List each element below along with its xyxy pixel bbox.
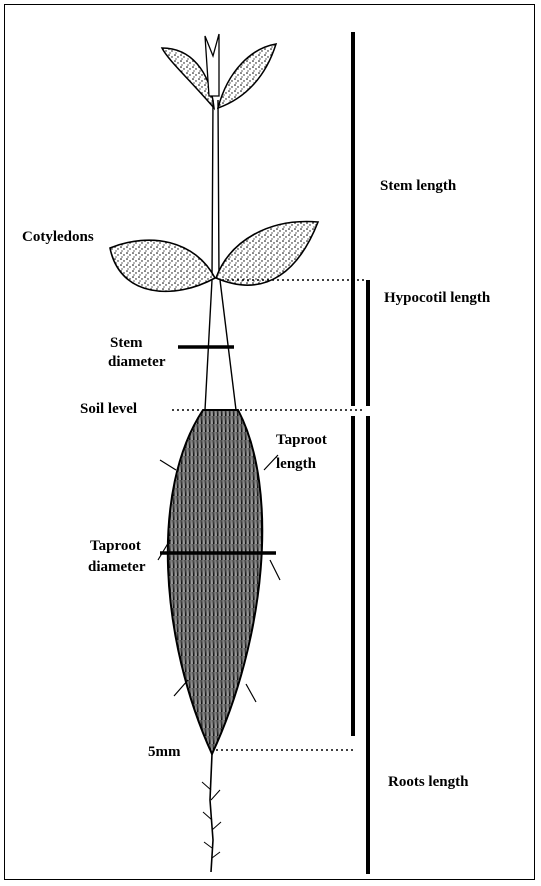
left-cotyledon [110,240,215,291]
taproot-diameter-label-line1: Taproot [90,538,141,554]
upper-stem [212,100,219,278]
taproot-diameter-label-line2: diameter [88,559,146,575]
cotyledons-label: Cotyledons [22,229,94,245]
taproot-length-label-line2: length [276,456,317,472]
scale-5mm-label: 5mm [148,744,181,760]
lower-root-hairs [202,782,221,858]
soil-level-label: Soil level [80,401,137,417]
stem-diameter-label-line2: diameter [108,354,166,370]
stem-length-label: Stem length [380,178,457,194]
right-cotyledon [216,222,318,286]
upper-leaves [162,34,276,108]
stem-diameter-label-line1: Stem [110,335,143,351]
hypocotyl [205,280,236,410]
taproot-length-label-line1: Taproot [276,432,327,448]
upper-right-leaf [218,44,276,108]
taproot [168,410,262,754]
lower-root [210,754,213,872]
hypocotil-length-label: Hypocotil length [384,290,491,306]
roots-length-label: Roots length [388,774,469,790]
